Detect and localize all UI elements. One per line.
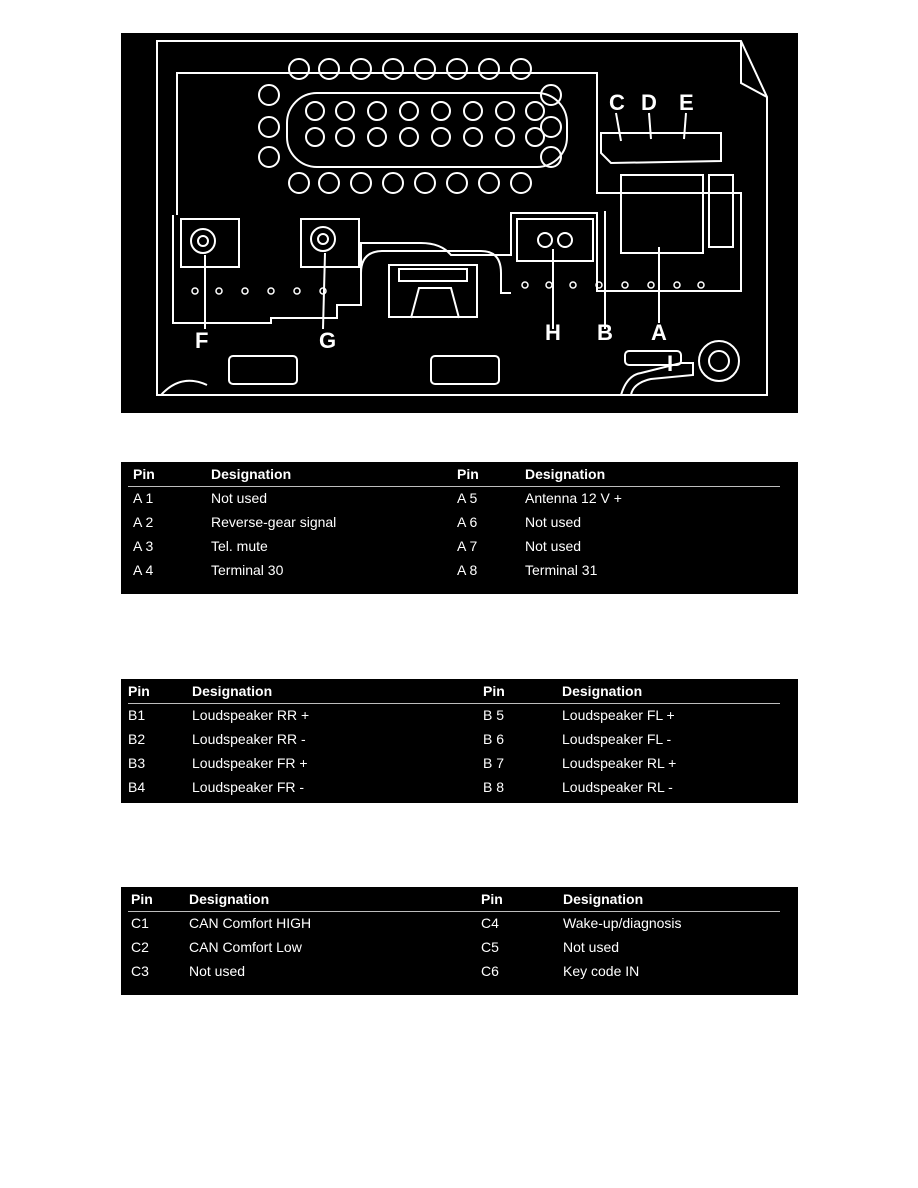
pin-cell: B 5 — [483, 707, 505, 723]
table-row: B2 Loudspeaker RR - B 6 Loudspeaker FL - — [121, 727, 798, 751]
header-pin: Pin — [133, 466, 155, 482]
designation-cell: Key code IN — [563, 963, 640, 979]
designation-cell: Not used — [189, 963, 246, 979]
header-pin: Pin — [481, 891, 503, 907]
designation-cell: Loudspeaker RR - — [192, 731, 306, 747]
table-header: Pin Designation Pin Designation — [121, 679, 798, 703]
header-pin: Pin — [483, 683, 505, 699]
header-pin: Pin — [457, 466, 479, 482]
designation-cell: Terminal 31 — [525, 562, 598, 578]
connector-label-g: G — [319, 328, 336, 353]
designation-cell: Wake-up/diagnosis — [563, 915, 682, 931]
header-designation: Designation — [563, 891, 644, 907]
designation-cell: Loudspeaker RL + — [562, 755, 677, 771]
table-row: A 2 Reverse-gear signal A 6 Not used — [121, 510, 798, 534]
pin-cell: B3 — [128, 755, 146, 771]
pin-cell: C6 — [481, 963, 499, 979]
connector-label-e: E — [679, 90, 694, 115]
designation-cell: Loudspeaker RL - — [562, 779, 673, 795]
designation-cell: Loudspeaker FL + — [562, 707, 675, 723]
designation-cell: Not used — [563, 939, 620, 955]
pin-cell: B1 — [128, 707, 146, 723]
designation-cell: Terminal 30 — [211, 562, 284, 578]
designation-cell: Loudspeaker FR + — [192, 755, 308, 771]
connector-label-c: C — [609, 90, 625, 115]
header-rule — [128, 486, 780, 487]
table-row: A 1 Not used A 5 Antenna 12 V + — [121, 486, 798, 510]
table-row: C2 CAN Comfort Low C5 Not used — [121, 935, 798, 959]
header-designation: Designation — [211, 466, 292, 482]
header-designation: Designation — [562, 683, 643, 699]
pin-cell: A 8 — [457, 562, 478, 578]
connector-label-f: F — [195, 328, 208, 353]
pin-cell: B 6 — [483, 731, 505, 747]
table-header: Pin Designation Pin Designation — [121, 462, 798, 486]
header-pin: Pin — [131, 891, 153, 907]
table-row: C3 Not used C6 Key code IN — [121, 959, 798, 983]
pin-cell: A 4 — [133, 562, 154, 578]
table-row: B3 Loudspeaker FR + B 7 Loudspeaker RL + — [121, 751, 798, 775]
pin-cell: A 6 — [457, 514, 478, 530]
pin-cell: A 5 — [457, 490, 478, 506]
connector-label-i: I — [667, 351, 673, 376]
pin-cell: C1 — [131, 915, 149, 931]
header-designation: Designation — [192, 683, 273, 699]
table-row: B4 Loudspeaker FR - B 8 Loudspeaker RL - — [121, 775, 798, 799]
header-designation: Designation — [189, 891, 270, 907]
designation-cell: CAN Comfort HIGH — [189, 915, 312, 931]
connector-label-d: D — [641, 90, 657, 115]
pin-cell: B2 — [128, 731, 146, 747]
pin-table-c: Pin Designation Pin Designation C1 CAN C… — [121, 887, 798, 995]
table-row: C1 CAN Comfort HIGH C4 Wake-up/diagnosis — [121, 911, 798, 935]
header-rule — [128, 703, 780, 704]
pin-cell: A 2 — [133, 514, 154, 530]
pin-table-b: Pin Designation Pin Designation B1 Louds… — [121, 679, 798, 803]
pin-cell: A 7 — [457, 538, 478, 554]
header-pin: Pin — [128, 683, 150, 699]
header-designation: Designation — [525, 466, 606, 482]
pin-cell: B4 — [128, 779, 146, 795]
connector-label-b: B — [597, 320, 613, 345]
table-header: Pin Designation Pin Designation — [121, 887, 798, 911]
radio-rear-connector-diagram: C D E F G H B A I — [121, 33, 798, 413]
designation-cell: Not used — [525, 538, 582, 554]
designation-cell: Loudspeaker FR - — [192, 779, 305, 795]
designation-cell: Antenna 12 V + — [525, 490, 622, 506]
pin-cell: A 3 — [133, 538, 154, 554]
table-row: B1 Loudspeaker RR + B 5 Loudspeaker FL + — [121, 703, 798, 727]
header-rule — [128, 911, 780, 912]
pin-cell: A 1 — [133, 490, 154, 506]
designation-cell: CAN Comfort Low — [189, 939, 302, 955]
pin-cell: C3 — [131, 963, 149, 979]
table-row: A 3 Tel. mute A 7 Not used — [121, 534, 798, 558]
pin-cell: C4 — [481, 915, 499, 931]
table-row: A 4 Terminal 30 A 8 Terminal 31 — [121, 558, 798, 582]
designation-cell: Loudspeaker FL - — [562, 731, 672, 747]
connector-label-a: A — [651, 320, 667, 345]
pin-cell: C2 — [131, 939, 149, 955]
designation-cell: Tel. mute — [211, 538, 268, 554]
designation-cell: Loudspeaker RR + — [192, 707, 310, 723]
designation-cell: Not used — [525, 514, 582, 530]
pin-table-a: Pin Designation Pin Designation A 1 Not … — [121, 462, 798, 594]
designation-cell: Not used — [211, 490, 268, 506]
pin-cell: C5 — [481, 939, 499, 955]
connector-label-h: H — [545, 320, 561, 345]
pin-cell: B 7 — [483, 755, 505, 771]
pin-cell: B 8 — [483, 779, 505, 795]
designation-cell: Reverse-gear signal — [211, 514, 337, 530]
